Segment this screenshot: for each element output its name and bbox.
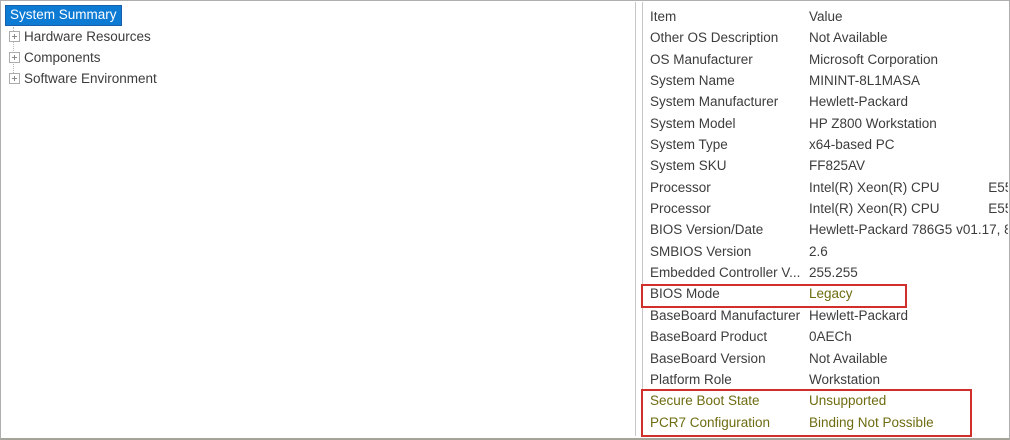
- row-item: BIOS Version/Date: [650, 222, 764, 238]
- panel-splitter[interactable]: [636, 2, 642, 436]
- category-tree-panel: System Summary Hardware Resources Compon…: [2, 2, 636, 436]
- list-header-row: Item Value: [643, 6, 1008, 27]
- row-value: Intel(R) Xeon(R) CPU E5506: [809, 179, 1008, 195]
- row-item: System SKU: [650, 158, 727, 174]
- tree-item-label: Components: [24, 49, 101, 65]
- column-header-item[interactable]: Item: [650, 9, 677, 24]
- details-list: Item Value Other OS Description Not Avai…: [643, 6, 1008, 433]
- row-item: Secure Boot State: [650, 393, 760, 409]
- row-value: 0AECh: [809, 329, 852, 345]
- table-row[interactable]: SMBIOS Version 2.6: [643, 241, 1008, 262]
- row-value: FF825AV: [809, 158, 866, 174]
- row-item: BaseBoard Version: [650, 350, 766, 366]
- row-value: HP Z800 Workstation: [809, 115, 937, 131]
- table-row[interactable]: Embedded Controller V... 255.255: [643, 262, 1008, 283]
- details-list-panel: Item Value Other OS Description Not Avai…: [642, 2, 1008, 436]
- row-item: Processor: [650, 179, 711, 195]
- row-item: System Manufacturer: [650, 94, 779, 110]
- expand-plus-icon[interactable]: [9, 51, 20, 63]
- row-item: System Type: [650, 137, 728, 153]
- table-row-pcr7-configuration[interactable]: PCR7 Configuration Binding Not Possible: [643, 412, 1008, 433]
- tree-item-software-environment[interactable]: Software Environment: [9, 68, 157, 88]
- row-item: BaseBoard Manufacturer: [650, 307, 801, 323]
- expand-plus-icon[interactable]: [9, 72, 20, 84]
- table-row-bios-mode[interactable]: BIOS Mode Legacy: [643, 283, 1008, 304]
- category-tree: System Summary Hardware Resources Compon…: [2, 2, 635, 86]
- row-item: System Model: [650, 115, 736, 131]
- table-row[interactable]: BIOS Version/Date Hewlett-Packard 786G5 …: [643, 219, 1008, 240]
- column-header-value[interactable]: Value: [809, 9, 843, 24]
- row-item: SMBIOS Version: [650, 243, 752, 259]
- tree-item-system-summary[interactable]: System Summary: [5, 5, 122, 26]
- row-value: Hewlett-Packard: [809, 307, 909, 323]
- row-item: System Name: [650, 73, 735, 89]
- table-row[interactable]: System Type x64-based PC: [643, 134, 1008, 155]
- row-value: MININT-8L1MASA: [809, 73, 921, 89]
- table-row[interactable]: BaseBoard Version Not Available: [643, 348, 1008, 369]
- table-row[interactable]: System Manufacturer Hewlett-Packard: [643, 91, 1008, 112]
- row-value: Intel(R) Xeon(R) CPU E5506: [809, 201, 1008, 217]
- row-value: Hewlett-Packard 786G5 v01.17, 8/: [809, 222, 1008, 238]
- row-value: 2.6: [809, 243, 828, 259]
- tree-item-label: Software Environment: [24, 70, 157, 86]
- row-value: 255.255: [809, 265, 858, 281]
- tree-item-label: Hardware Resources: [24, 28, 151, 44]
- tree-item-components[interactable]: Components: [9, 47, 101, 67]
- table-row[interactable]: BaseBoard Product 0AECh: [643, 326, 1008, 347]
- row-value: Workstation: [809, 371, 881, 387]
- row-item: Other OS Description: [650, 30, 779, 46]
- row-value: Unsupported: [809, 393, 887, 409]
- row-item: BaseBoard Product: [650, 329, 768, 345]
- tree-item-hardware-resources[interactable]: Hardware Resources: [9, 26, 151, 46]
- table-row[interactable]: System SKU FF825AV: [643, 155, 1008, 176]
- table-row[interactable]: Other OS Description Not Available: [643, 27, 1008, 48]
- table-row[interactable]: Processor Intel(R) Xeon(R) CPU E5506: [643, 198, 1008, 219]
- table-row[interactable]: Platform Role Workstation: [643, 369, 1008, 390]
- row-item: Embedded Controller V...: [650, 265, 801, 281]
- table-row[interactable]: System Name MININT-8L1MASA: [643, 70, 1008, 91]
- row-item: OS Manufacturer: [650, 51, 753, 67]
- row-item: Processor: [650, 201, 711, 217]
- row-value: Microsoft Corporation: [809, 51, 939, 67]
- table-row-secure-boot-state[interactable]: Secure Boot State Unsupported: [643, 390, 1008, 411]
- row-value: Not Available: [809, 30, 888, 46]
- expand-plus-icon[interactable]: [9, 30, 20, 42]
- row-item: PCR7 Configuration: [650, 414, 771, 430]
- row-item: Platform Role: [650, 371, 732, 387]
- table-row[interactable]: OS Manufacturer Microsoft Corporation: [643, 49, 1008, 70]
- table-row[interactable]: BaseBoard Manufacturer Hewlett-Packard: [643, 305, 1008, 326]
- table-row[interactable]: System Model HP Z800 Workstation: [643, 113, 1008, 134]
- row-value: Not Available: [809, 350, 888, 366]
- row-value: Binding Not Possible: [809, 414, 934, 430]
- row-value: Legacy: [809, 286, 853, 302]
- row-value: x64-based PC: [809, 137, 895, 153]
- row-value: Hewlett-Packard: [809, 94, 909, 110]
- table-row[interactable]: Processor Intel(R) Xeon(R) CPU E5506: [643, 177, 1008, 198]
- row-item: BIOS Mode: [650, 286, 720, 302]
